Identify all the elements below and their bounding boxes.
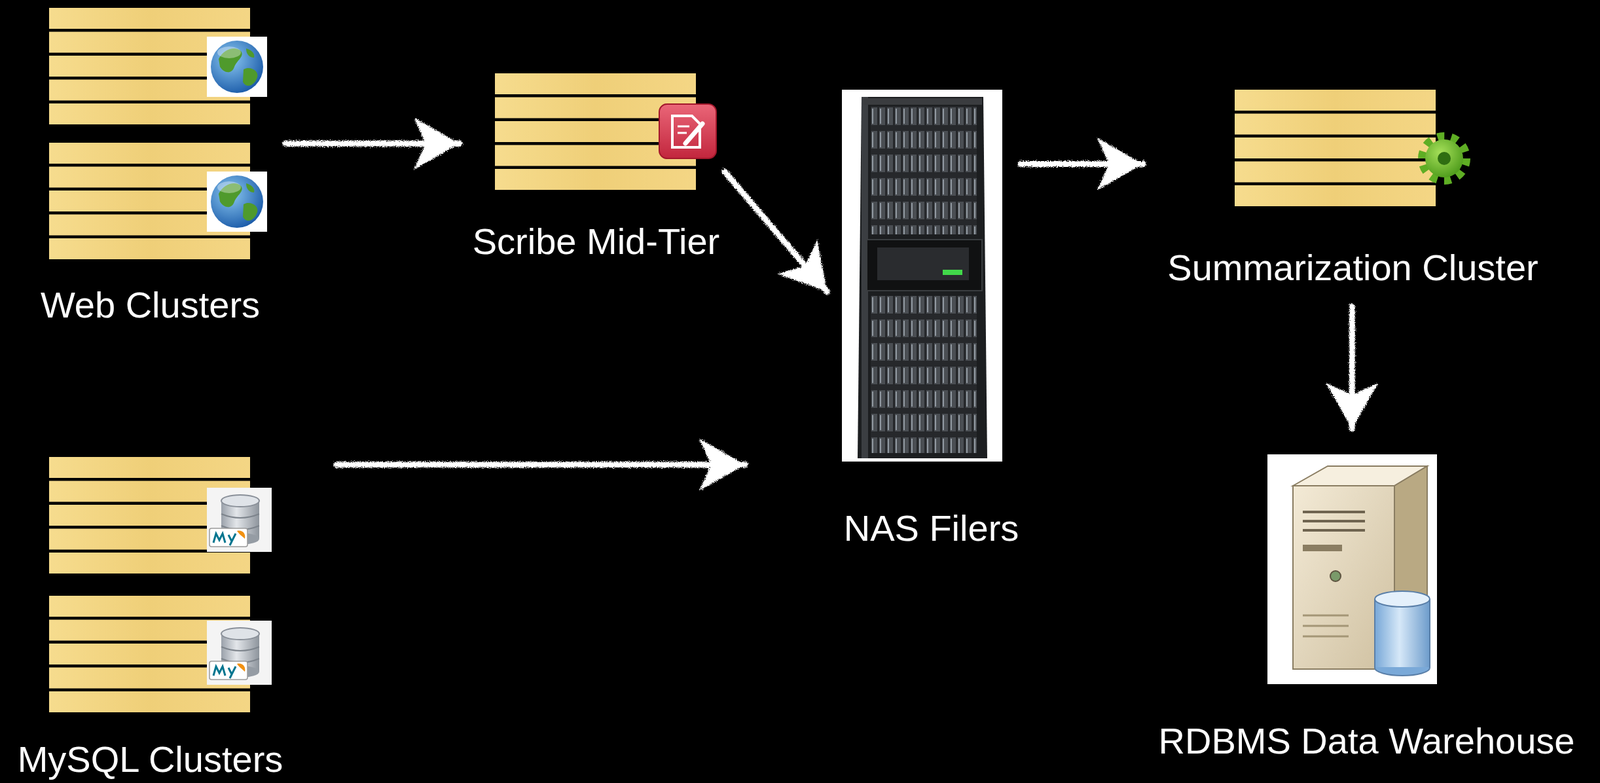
power-button: [1330, 570, 1341, 582]
scribe-icon: [659, 104, 717, 159]
node-label: NAS Filers: [843, 506, 1020, 550]
rack-unit: [866, 239, 982, 291]
icon-lines: [677, 126, 690, 133]
database-server: [1267, 454, 1437, 685]
server-stack: [1234, 89, 1436, 207]
db-cylinder-sides: [1374, 599, 1430, 668]
db-cylinder-top: [1374, 591, 1430, 607]
web-cluster-node: Web Clusters: [49, 7, 251, 260]
node-label-text: Summarization Cluster: [1167, 245, 1538, 290]
node-label: Web Clusters: [40, 282, 260, 327]
globe-icon: [206, 36, 268, 97]
gear-hole: [1437, 151, 1451, 165]
rack-panel: [877, 247, 969, 281]
flow-arrow: [1020, 161, 1144, 167]
vent-lines: [1302, 615, 1349, 637]
drive-bays: [870, 295, 977, 454]
flow-arrow: [1349, 306, 1356, 429]
status-light: [942, 269, 963, 275]
node-label: MySQL Clusters: [17, 737, 284, 782]
drive-bays: [870, 106, 977, 235]
globe-icon: [206, 171, 268, 232]
warehouse-node: RDBMS Data Warehouse: [1267, 454, 1437, 685]
flow-arrow: [724, 171, 827, 292]
node-label-text: Web Clusters: [40, 282, 260, 327]
flow-arrow: [285, 140, 460, 147]
gear-body: [1425, 139, 1464, 178]
node-label-text: RDBMS Data Warehouse: [1158, 718, 1576, 763]
image-ground: [841, 89, 1003, 462]
image-ground: [1267, 454, 1437, 685]
flow-arrow: [336, 461, 746, 468]
drive-slots: [1302, 511, 1365, 531]
node-label-text: Scribe Mid-Tier: [472, 219, 721, 264]
gear-icon: [1422, 136, 1466, 181]
mysql-cluster-node: MySQL Clusters: [49, 456, 251, 712]
node-label-text: NAS Filers: [843, 506, 1020, 550]
drive-slot: [1302, 544, 1343, 552]
rack-top: [862, 98, 982, 105]
nas-node: NAS Filers: [841, 89, 1003, 462]
rack-body: [857, 96, 988, 459]
connector-group: [285, 143, 1352, 465]
mysql-icon: [206, 487, 272, 552]
mysql-icon: [206, 620, 272, 685]
nas-rack: [841, 89, 1003, 462]
node-label: RDBMS Data Warehouse: [1158, 718, 1576, 763]
node-label-text: MySQL Clusters: [17, 737, 284, 782]
icon-pen: [685, 123, 703, 144]
scribe-node: Scribe Mid-Tier: [494, 73, 696, 189]
summarization-node: Summarization Cluster: [1234, 89, 1437, 207]
node-label: Scribe Mid-Tier: [472, 219, 721, 264]
node-label: Summarization Cluster: [1167, 245, 1538, 290]
db-cylinder: [1374, 599, 1430, 668]
db-cylinder-body: [1375, 599, 1430, 668]
gear-teeth: [1422, 136, 1466, 181]
icon-tile: [659, 104, 717, 159]
